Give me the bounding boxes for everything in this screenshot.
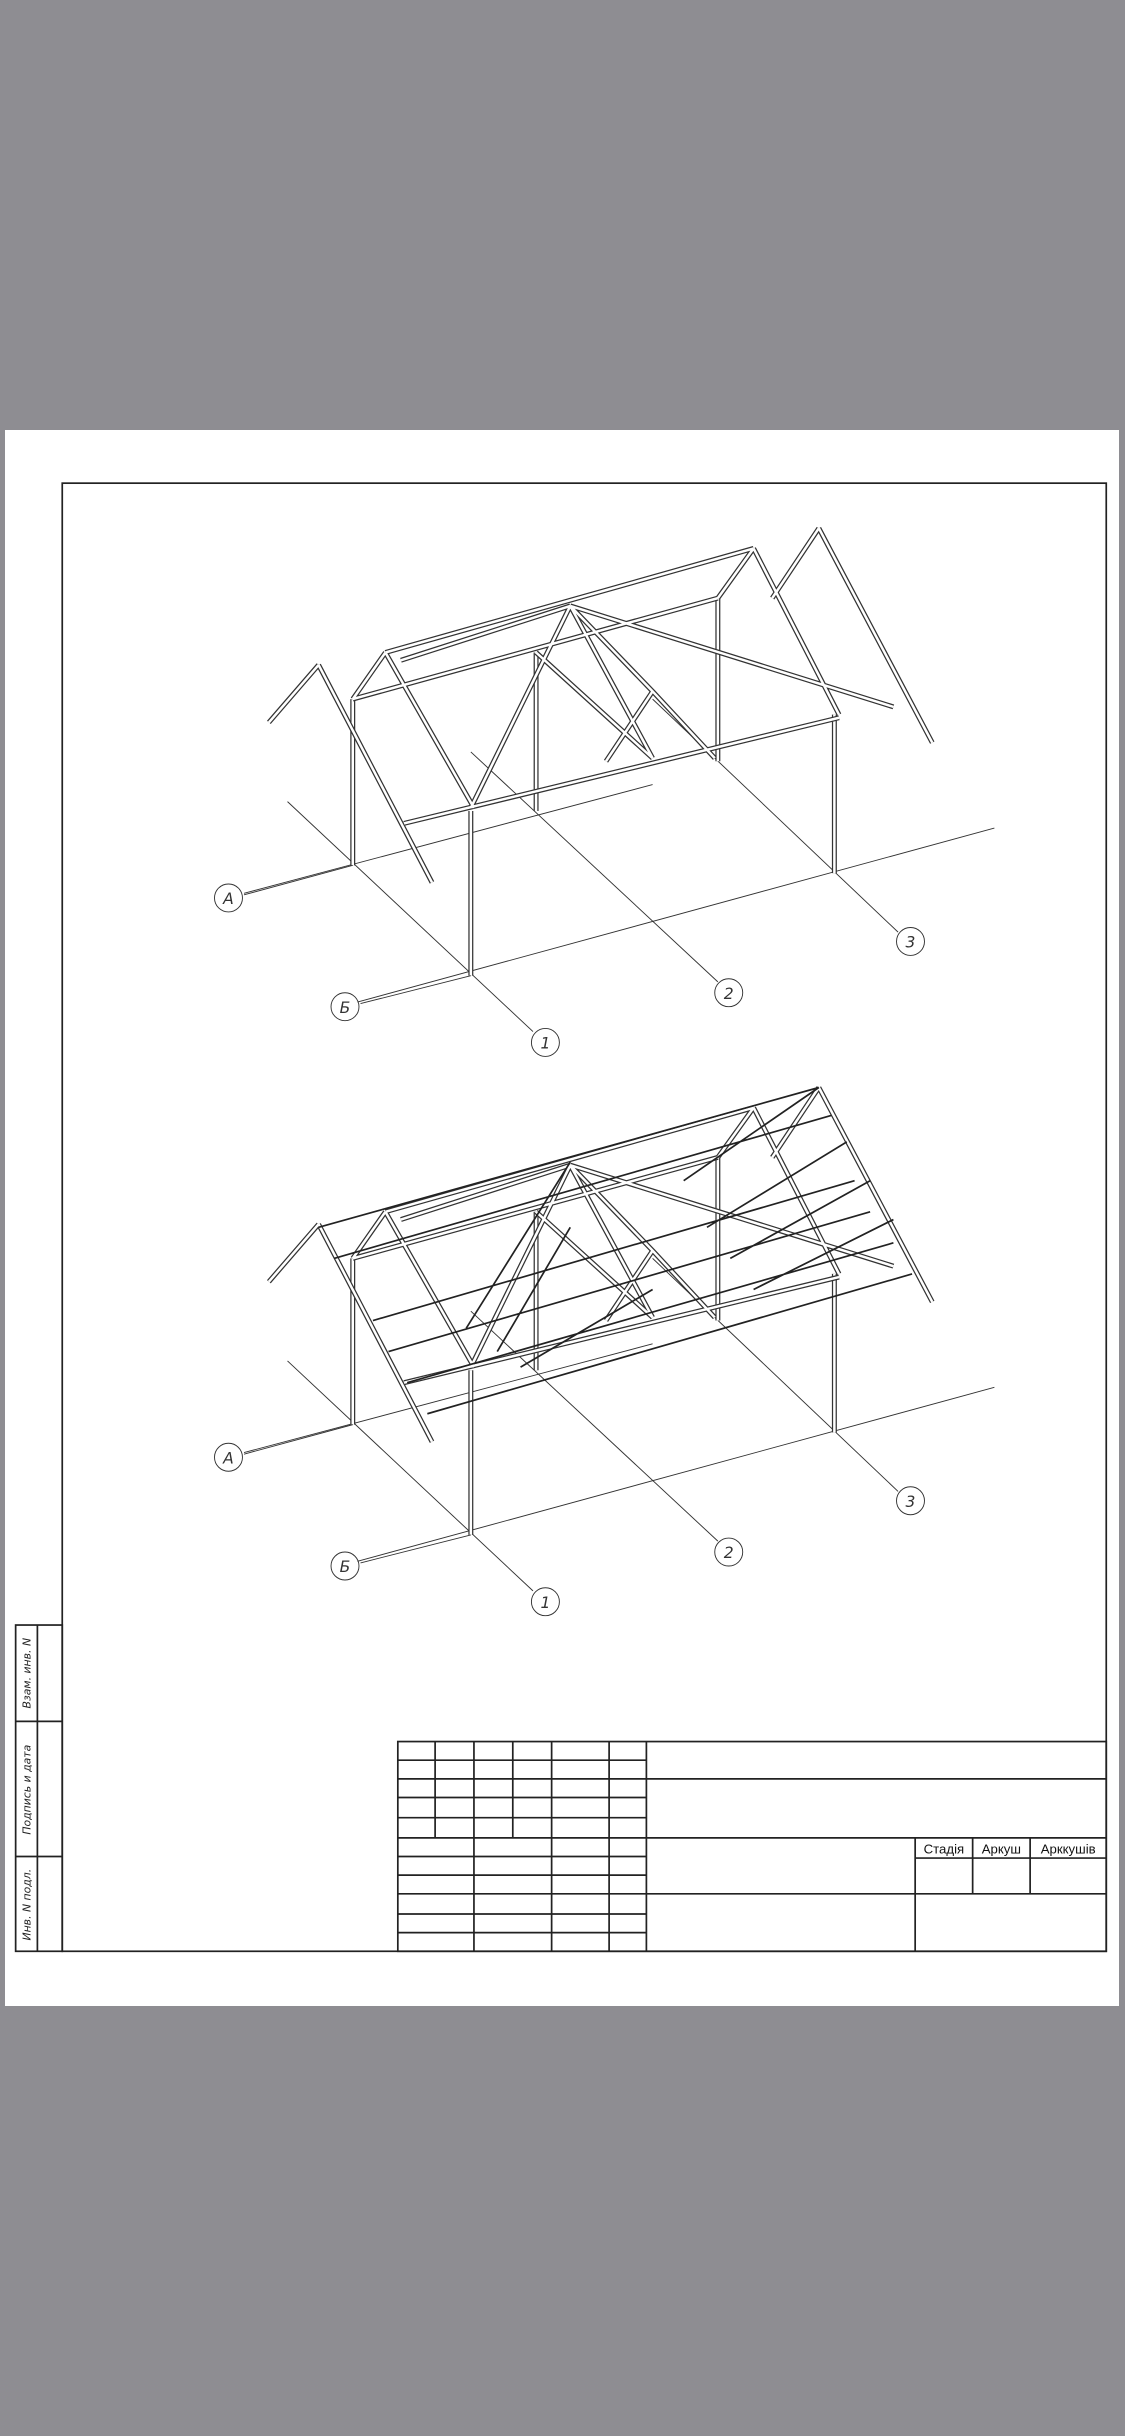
- title-block-stage-label: Стадія: [924, 1841, 965, 1856]
- stamp-signature-date: Подпись и дата: [20, 1745, 33, 1835]
- callout-axis-3: 3: [906, 1493, 916, 1511]
- stamp-original-inv: Инв. N подл.: [20, 1869, 33, 1941]
- title-block: Стадія Аркуш Арккушів: [396, 1740, 1108, 1953]
- roof-frame-isometric-bottom: [215, 1088, 995, 1616]
- callout-axis-1: 1: [540, 1594, 550, 1612]
- callout-axis-2: 2: [724, 1544, 734, 1562]
- drawing-frame: [61, 482, 1108, 1953]
- callout-axis-b: Б: [340, 1558, 351, 1576]
- callout-axis-2: 2: [724, 985, 734, 1003]
- title-block-sheet-label: Аркуш: [982, 1841, 1021, 1856]
- title-block-sheets-label: Арккушів: [1041, 1841, 1096, 1856]
- stamp-replacement-inv: Взам. инв. N: [20, 1638, 33, 1709]
- side-stamp: Взам. инв. N Подпись и дата Инв. N подл.: [14, 1624, 64, 1953]
- callout-axis-a: А: [222, 890, 234, 908]
- drawing-sheet: [5, 430, 1119, 2006]
- callout-axis-a: А: [222, 1449, 234, 1467]
- callout-axis-b: Б: [340, 999, 351, 1017]
- drawing-bottom-callouts: А Б 1 2 3: [222, 1449, 915, 1611]
- roof-frame-isometric-top: [215, 528, 995, 1056]
- callout-axis-1: 1: [540, 1035, 550, 1053]
- drawing-top-callouts: А Б 1 2 3: [222, 890, 915, 1052]
- callout-axis-3: 3: [906, 934, 916, 952]
